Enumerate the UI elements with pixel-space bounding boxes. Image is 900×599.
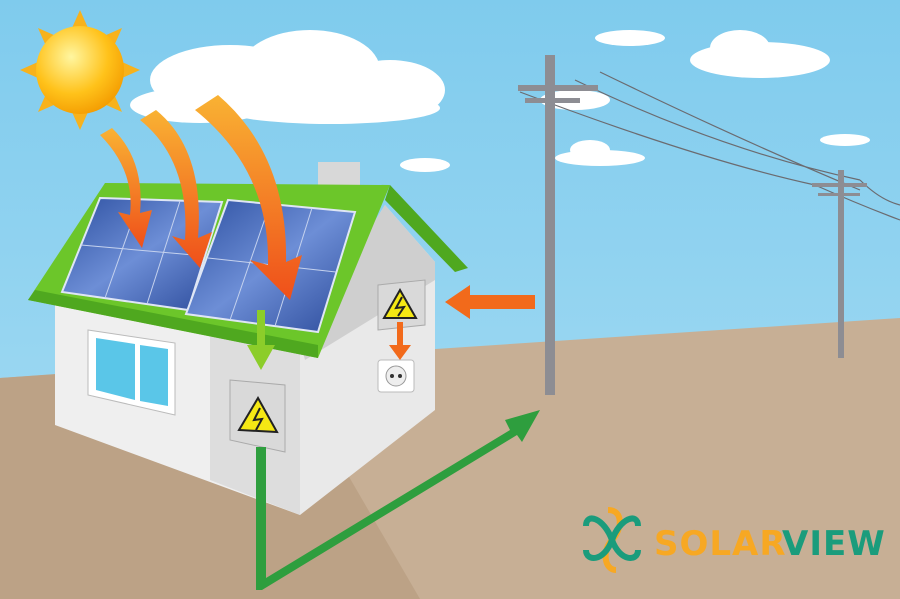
utility-pole-near xyxy=(518,55,598,395)
electric-meter-front xyxy=(229,379,286,453)
logo-text-view: VIEW xyxy=(782,524,886,564)
sunlight-arrows xyxy=(100,95,302,300)
power-outlet-icon xyxy=(377,359,415,393)
utility-pole-far xyxy=(812,170,867,358)
solarview-logo: SOLAR VIEW xyxy=(583,507,886,573)
chimney xyxy=(318,162,360,188)
roof-edge xyxy=(385,185,468,272)
roof-fascia xyxy=(28,290,318,358)
sun-icon xyxy=(20,10,140,130)
logo-text-solar: SOLAR xyxy=(654,524,787,564)
power-lines xyxy=(519,71,900,221)
clouds xyxy=(130,30,870,172)
solar-panels xyxy=(60,196,357,334)
logo-flower-icon xyxy=(583,507,641,573)
grid-flow-arrows xyxy=(247,285,540,590)
electric-meter-side xyxy=(377,279,426,331)
side-wall-shadow xyxy=(300,205,435,360)
window xyxy=(87,329,176,416)
